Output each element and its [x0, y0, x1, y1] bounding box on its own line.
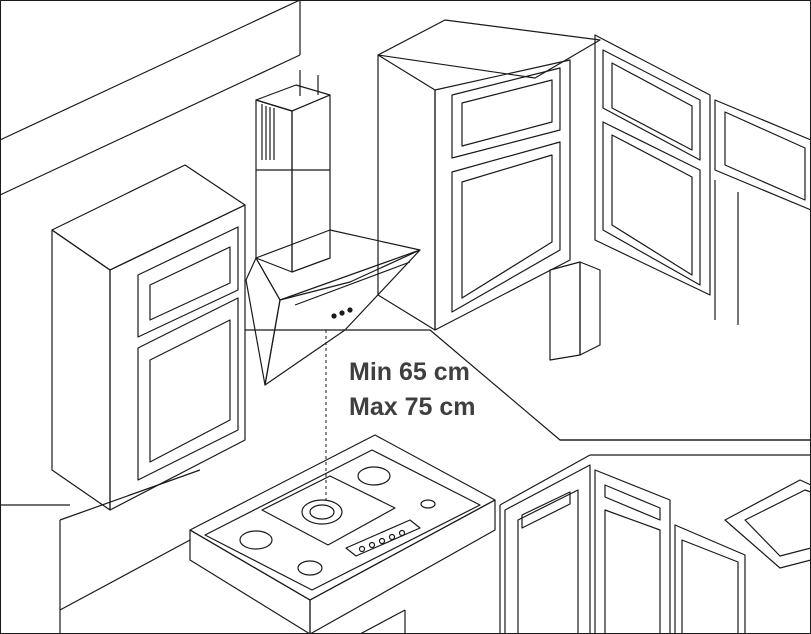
upper-corner-cabinet — [377, 19, 601, 331]
min-height-label: Min 65 cm — [349, 358, 470, 386]
corner-post — [549, 261, 601, 361]
sink-illustration — [724, 479, 811, 569]
range-hood-illustration — [245, 70, 421, 386]
max-height-label: Max 75 cm — [349, 393, 476, 421]
cooktop-illustration — [189, 434, 496, 634]
upper-right-cabinet — [594, 34, 811, 325]
lower-right-cabinets — [359, 464, 746, 634]
room-walls — [0, 0, 811, 506]
counter-outline — [59, 454, 811, 634]
upper-left-cabinet — [51, 164, 246, 511]
